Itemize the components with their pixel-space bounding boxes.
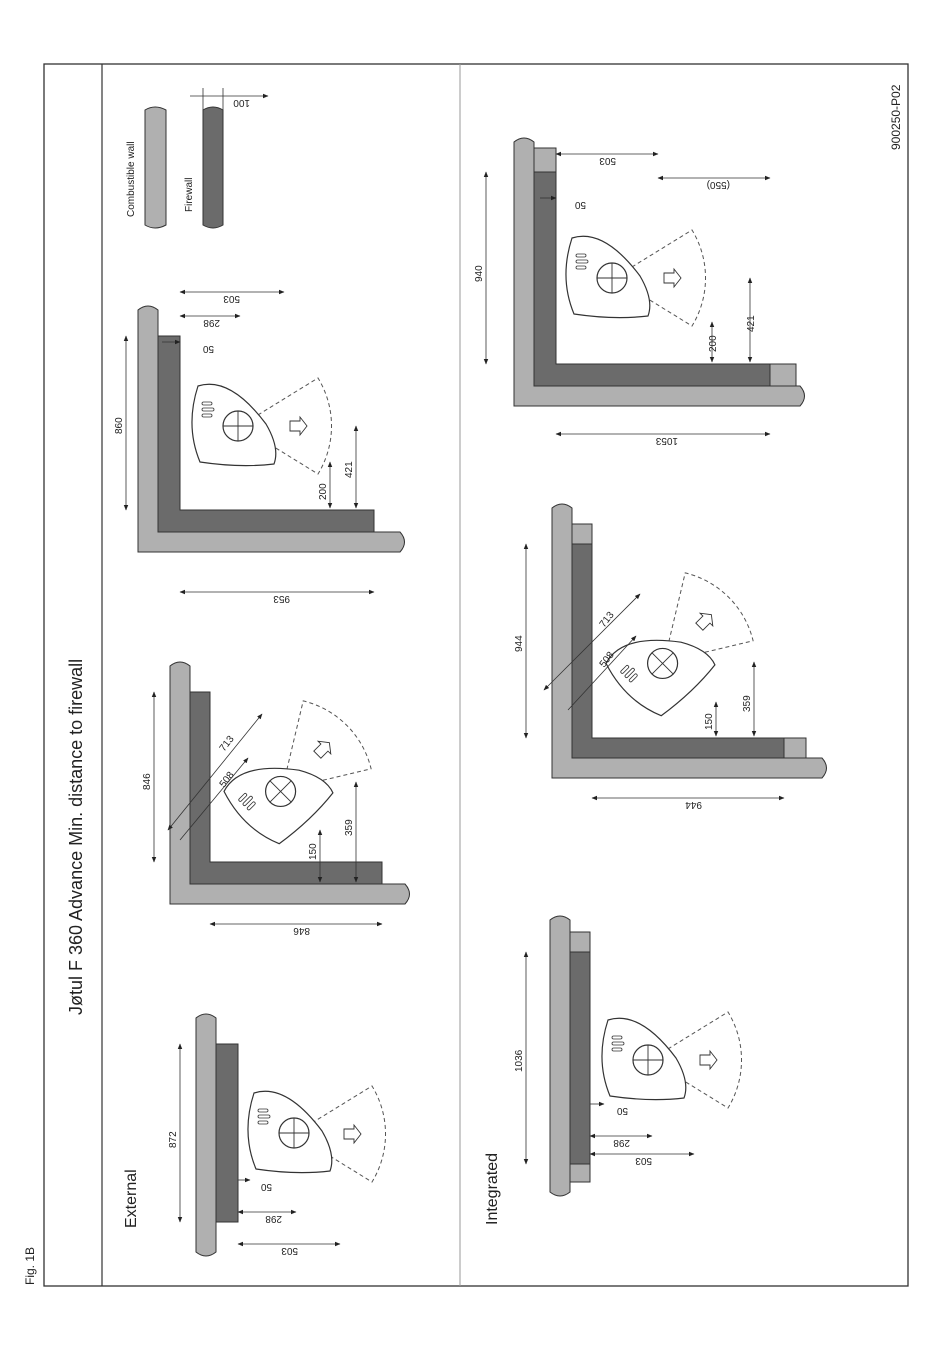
legend-combustible-swatch <box>145 107 166 228</box>
legend-thickness-label: 100 <box>233 97 250 108</box>
dim-diag1: 713 <box>598 610 617 630</box>
dim-d2: 298 <box>203 317 220 328</box>
dim-width: 846 <box>293 925 310 936</box>
fig-label: Fig. 1B <box>23 1247 37 1285</box>
dim-d2: (550) <box>707 179 730 190</box>
dim-front1: 200 <box>318 483 329 500</box>
dim-height: 1036 <box>514 1049 525 1072</box>
dim-width: 1053 <box>655 435 678 446</box>
dim-d3: 50 <box>202 343 214 354</box>
dim-d3: 50 <box>260 1181 272 1192</box>
dim-diag1: 713 <box>218 734 237 754</box>
diagram-external-45: 846 846 713 508 150 359 <box>142 662 410 936</box>
dim-d3: 50 <box>616 1105 628 1116</box>
dim-height: 944 <box>514 635 525 652</box>
combustible-wall-end <box>572 524 592 544</box>
firewall <box>570 952 590 1164</box>
dim-front2: 421 <box>344 461 355 478</box>
combustible-wall-end <box>784 738 806 758</box>
legend-firewall-label: Firewall <box>184 178 195 212</box>
dim-d1: 503 <box>223 293 240 304</box>
dim-d1: 503 <box>635 1155 652 1166</box>
diagram-external-corner: 860 953 503 298 50 200 421 <box>114 292 405 604</box>
combustible-wall-end <box>534 148 556 172</box>
dim-front2: 359 <box>742 695 753 712</box>
combustible-wall <box>550 916 570 1196</box>
legend-combustible-label: Combustible wall <box>126 141 137 217</box>
dim-front1: 200 <box>708 335 719 352</box>
firewall <box>216 1044 238 1222</box>
dim-height: 846 <box>142 773 153 790</box>
dim-front1: 150 <box>308 843 319 860</box>
diagram-integrated-corner: 940 1053 503 (550) 50 200 421 <box>474 138 805 446</box>
legend: Combustible wall Firewall 100 <box>126 88 268 228</box>
section-label-external: External <box>123 1169 140 1228</box>
diagram-external-flat: 872 503 298 50 <box>168 1014 386 1256</box>
dim-width: 953 <box>273 593 290 604</box>
dim-height: 940 <box>474 265 485 282</box>
dim-d1: 503 <box>599 155 616 166</box>
diagram-integrated-45: 944 944 713 508 150 359 <box>514 504 827 810</box>
dim-height: 860 <box>114 417 125 434</box>
dim-d1: 503 <box>281 1245 298 1256</box>
combustible-wall <box>196 1014 216 1256</box>
section-label-integrated: Integrated <box>484 1153 501 1225</box>
combustible-wall-end <box>770 364 796 386</box>
dim-front1: 150 <box>704 713 715 730</box>
dim-d3: 50 <box>574 199 586 210</box>
dim-front2: 421 <box>746 315 757 332</box>
page-title: Jøtul F 360 Advance Min. distance to fir… <box>66 659 86 1015</box>
dim-d2: 298 <box>265 1213 282 1224</box>
legend-firewall-swatch <box>203 107 223 228</box>
dim-d2: 298 <box>613 1137 630 1148</box>
diagram-integrated-flat: 1036 503 298 50 <box>514 916 742 1196</box>
doc-code: 900250-P02 <box>889 84 903 150</box>
dim-front2: 359 <box>344 819 355 836</box>
dim-width: 944 <box>685 799 702 810</box>
dim-height: 872 <box>168 1131 179 1148</box>
